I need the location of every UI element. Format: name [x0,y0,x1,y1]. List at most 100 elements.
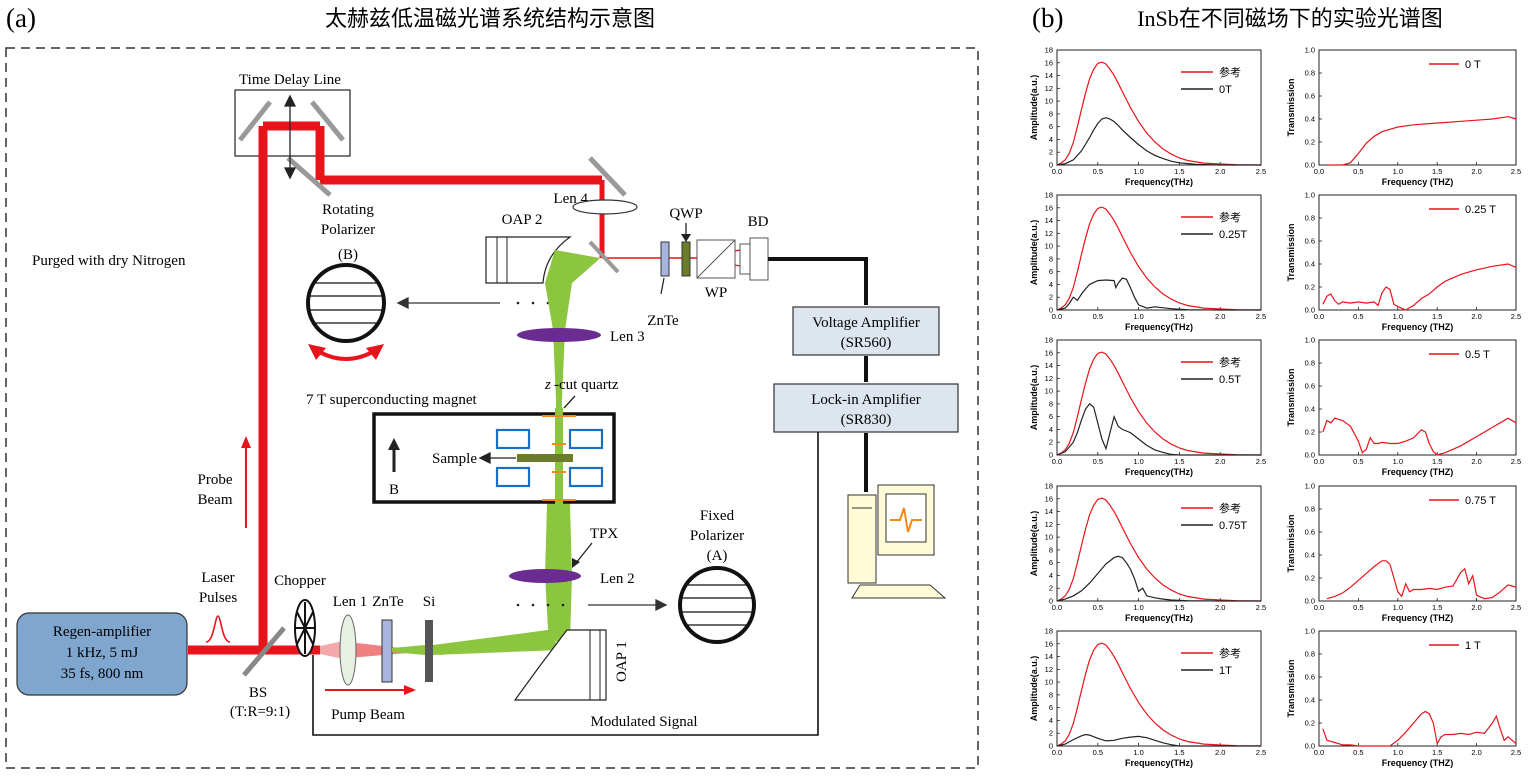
zcut-pointer [563,395,576,409]
oap2-mirror: OAP 2 [485,212,572,284]
x-axis-label: Frequency (THZ) [1382,613,1454,623]
series-line-0 [1056,351,1262,456]
y-axis-label: Transmission [1286,659,1296,717]
x-tick-label: 0.5 [1093,748,1103,757]
y-tick-label: 0.0 [1305,161,1315,170]
znte-emitter [381,619,393,683]
zcut-label-prefix: z [544,377,551,393]
x-tick-label: 1.0 [1133,748,1143,757]
bd-front [739,243,751,275]
y-tick-label: 14 [1045,361,1053,370]
superconducting-magnet [372,412,616,504]
series-line-0 [1322,263,1517,311]
series-line-0 [1322,710,1517,747]
b-field-label: B [389,482,399,498]
pulse-waveform [205,615,231,643]
oap1-mirror: OAP 1 [513,629,630,701]
legend-label: 1 T [1465,640,1481,652]
y-tick-label: 0.6 [1305,92,1315,101]
signal-arrow-to-fixed-polarizer [588,598,668,612]
x-tick-label: 0.5 [1353,167,1363,176]
x-tick-label: 2.5 [1511,603,1521,612]
y-tick-label: 16 [1045,58,1053,67]
len4-mirror [588,156,627,197]
legend-label-reference: 参考 [1219,355,1241,369]
y-tick-label: 0.2 [1305,283,1315,292]
legend-label-reference: 参考 [1219,501,1241,515]
y-tick-label: 4 [1049,571,1053,580]
y-tick-label: 6 [1049,558,1053,567]
y-axis-label: Amplitude(a.u.) [1029,75,1039,141]
x-tick-label: 0.0 [1314,167,1324,176]
laser-beam-path [188,121,741,655]
x-tick-label: 0.0 [1314,312,1324,321]
x-tick-label: 1.0 [1133,312,1143,321]
x-tick-label: 2.0 [1471,167,1481,176]
x-tick-label: 2.5 [1256,603,1266,612]
y-tick-label: 12 [1045,374,1053,383]
rotating-polarizer-label-1: Rotating [322,202,374,218]
y-tick-label: 0.0 [1305,597,1315,606]
y-tick-label: 0.0 [1305,306,1315,315]
x-tick-label: 0.0 [1052,748,1062,757]
y-tick-label: 0.2 [1305,138,1315,147]
x-tick-label: 0.0 [1314,457,1324,466]
y-axis-label: Amplitude(a.u.) [1029,511,1039,577]
y-tick-label: 0 [1049,451,1053,460]
y-tick-label: 8 [1049,109,1053,118]
y-tick-label: 0.4 [1305,551,1315,560]
regen-line1: Regen-amplifier [53,624,151,640]
x-tick-label: 1.0 [1393,167,1403,176]
legend-label-sample: 0.25T [1219,229,1247,241]
x-tick-label: 0.5 [1093,603,1103,612]
x-tick-label: 0.0 [1052,603,1062,612]
rotating-polarizer-label-3: (B) [338,247,358,263]
x-tick-label: 0.5 [1353,603,1363,612]
x-tick-label: 0.0 [1314,603,1324,612]
len1-lens [339,614,357,686]
x-tick-label: 0.0 [1314,748,1324,757]
y-tick-label: 2 [1049,293,1053,302]
thz-to-oap1 [433,630,560,655]
sample-label: Sample [432,451,477,467]
y-tick-label: 12 [1045,84,1053,93]
y-tick-label: 10 [1045,678,1053,687]
pellicle-mirror [588,240,620,274]
y-tick-label: 1.0 [1305,482,1315,491]
magnet-label: 7 T superconducting magnet [306,392,477,408]
legend-label-sample: 0T [1219,84,1232,96]
qwp-plate [681,241,691,277]
legend-label-sample: 0.5T [1219,374,1241,386]
y-tick-label: 6 [1049,122,1053,131]
lockin-amp-line2: (SR830) [841,412,892,428]
sample-pointer [478,451,516,465]
legend-label: 0.5 T [1465,349,1490,361]
signal-arrow-to-rotating-polarizer [396,296,500,310]
x-tick-label: 0.5 [1093,457,1103,466]
setup-diagram: (a) 太赫兹低温磁光谱系统结构示意图 Time Delay Line [5,3,979,769]
wollaston-diagonal [696,239,736,279]
series-line-0 [1056,497,1262,602]
plot-frame [1318,485,1517,602]
znte-top-pointer [660,277,665,295]
tpx-pointer-head [572,558,580,568]
x-tick-label: 2.0 [1471,748,1481,757]
panel-a-label: (a) [6,3,36,33]
y-tick-label: 6 [1049,267,1053,276]
qwp-label: QWP [669,206,702,222]
y-tick-label: 16 [1045,639,1053,648]
quartz-windows [542,415,576,501]
x-tick-label: 2.0 [1215,603,1225,612]
y-tick-label: 0.4 [1305,405,1315,414]
y-axis-label: Transmission [1286,514,1296,572]
regen-line2: 1 kHz, 5 mJ [66,645,139,661]
fixed-polarizer-label-3: (A) [707,548,728,564]
y-tick-label: 4 [1049,425,1053,434]
wp-label: WP [705,285,728,301]
x-tick-label: 2.0 [1215,167,1225,176]
oap1-label: OAP 1 [614,641,630,682]
len2-lens [509,569,581,583]
